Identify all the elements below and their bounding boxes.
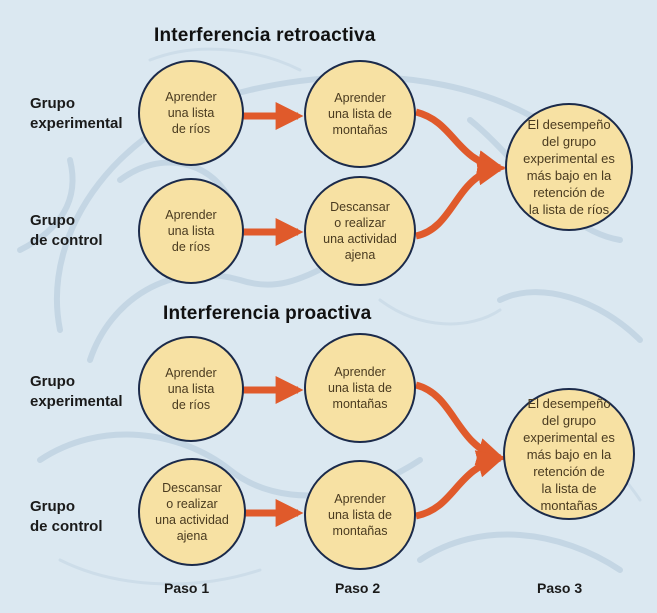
step-label-2: Paso 2 <box>335 580 381 596</box>
pro-control-group-label: Grupo de control <box>30 498 103 535</box>
retro-exp-step2-node: Aprender una lista de montañas <box>304 60 416 168</box>
retro-result-node: El desempeño del grupo experimental es m… <box>505 103 633 231</box>
retro-experimental-group-label: Grupo experimental <box>30 95 123 132</box>
arrow-pro-exp-to-result <box>414 381 506 466</box>
proactive-title: Interferencia proactiva <box>163 303 372 324</box>
arrow-retro-exp-to-result <box>414 108 506 178</box>
step-label-3: Paso 3 <box>537 580 583 596</box>
arrow-retro-ctrl-to-result <box>415 157 506 240</box>
step-label-1: Paso 1 <box>164 580 210 596</box>
pro-ctrl-step1-node: Descansar o realizar una actividad ajena <box>138 458 246 566</box>
arrow-pro-ctrl-to-result <box>415 450 506 520</box>
retro-ctrl-step2-node: Descansar o realizar una actividad ajena <box>304 176 416 286</box>
pro-exp-step2-node: Aprender una lista de montañas <box>304 333 416 443</box>
pro-exp-step1-node: Aprender una lista de ríos <box>138 336 244 442</box>
retroactive-title: Interferencia retroactiva <box>154 25 376 46</box>
pro-experimental-group-label: Grupo experimental <box>30 373 123 410</box>
retro-ctrl-step1-node: Aprender una lista de ríos <box>138 178 244 284</box>
pro-ctrl-step2-node: Aprender una lista de montañas <box>304 460 416 570</box>
retro-control-group-label: Grupo de control <box>30 212 103 249</box>
retro-exp-step1-node: Aprender una lista de ríos <box>138 60 244 166</box>
pro-result-node: El desempeño del grupo experimental es m… <box>503 388 635 520</box>
